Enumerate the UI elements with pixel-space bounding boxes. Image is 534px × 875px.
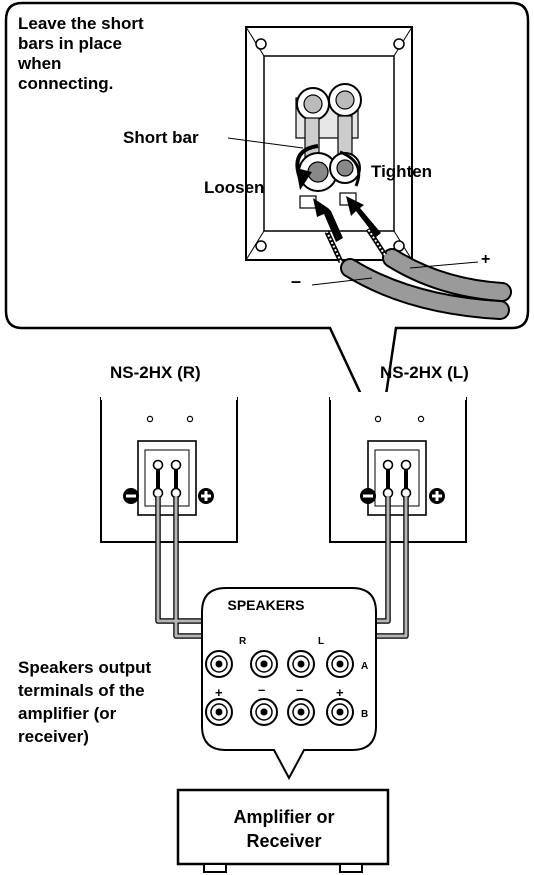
amplifier-box xyxy=(176,788,390,873)
loosen-label: Loosen xyxy=(204,178,265,197)
speaker-right-panel xyxy=(100,392,238,543)
speakers-panel-title: SPEAKERS xyxy=(227,597,305,613)
polarity-minus-r: – xyxy=(258,682,266,697)
channel-r-label: R xyxy=(239,636,247,647)
polarity-minus-l: – xyxy=(296,682,304,697)
connect-instruction-note: Leave the short bars in place when conne… xyxy=(18,14,144,93)
polarity-plus-l: + xyxy=(336,685,344,700)
row-b-label: B xyxy=(361,709,369,720)
speaker-left-label: NS-2HX (L) xyxy=(380,363,469,382)
speaker-right-label: NS-2HX (R) xyxy=(110,363,201,382)
amp-terminal-panel xyxy=(201,587,377,781)
amp-binding-posts xyxy=(205,650,354,726)
speaker-left-panel xyxy=(329,392,467,543)
insert-arrow-left xyxy=(313,198,343,242)
row-a-label: A xyxy=(361,661,369,672)
channel-l-label: L xyxy=(318,636,325,647)
polarity-plus-r: + xyxy=(215,685,223,700)
amplifier-label: Amplifier or Receiver xyxy=(233,807,335,851)
short-bar-label: Short bar xyxy=(123,128,199,147)
negative-wire-label: – xyxy=(291,271,302,291)
amp-terminals-note: Speakers output terminals of the amplifi… xyxy=(18,658,152,746)
insert-arrow-right xyxy=(346,196,381,237)
positive-wire-label: + xyxy=(481,251,491,268)
speaker-cables-closeup xyxy=(311,227,512,320)
tighten-label: Tighten xyxy=(371,162,433,181)
